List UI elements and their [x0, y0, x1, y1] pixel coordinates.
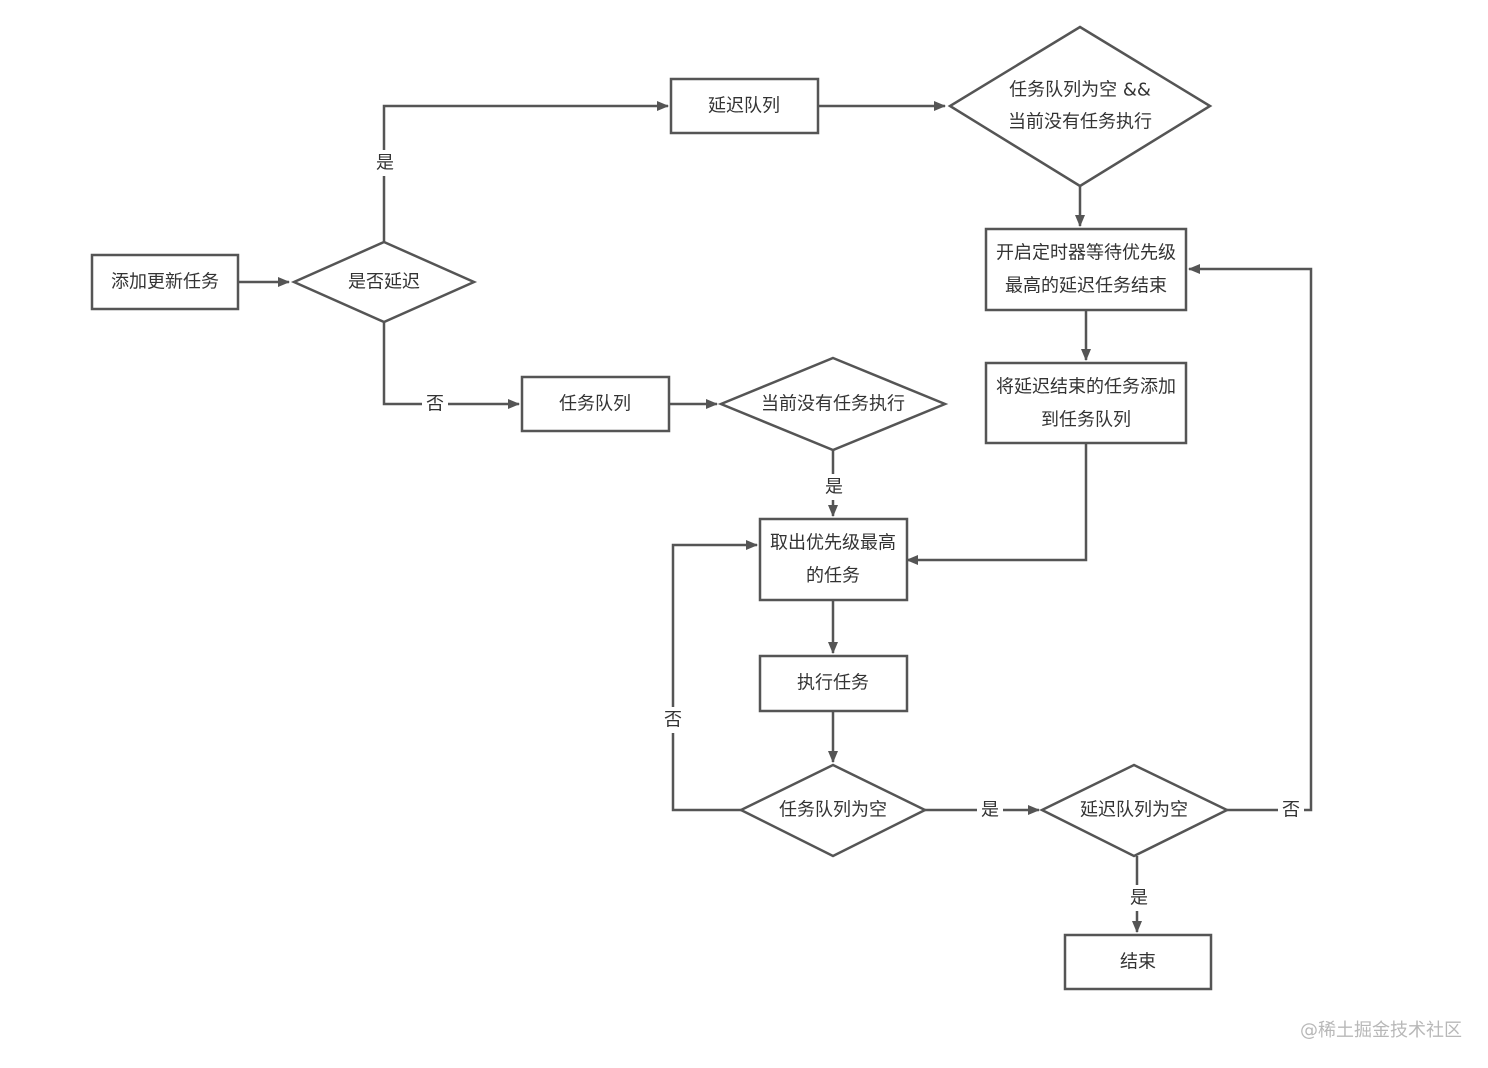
- watermark: @稀土掘金技术社区: [1300, 1020, 1462, 1041]
- task-queue-node: [520, 375, 671, 433]
- edge-labels: 是 否 是 否 是 否 是: [372, 150, 1304, 911]
- end-label: 结束: [1120, 952, 1156, 973]
- move-delayed-label-line1: 将延迟结束的任务添加: [996, 377, 1176, 398]
- end-node: [1063, 933, 1213, 991]
- execute-task-node: [758, 654, 909, 713]
- task-queue-empty-label: 任务队列为空: [779, 800, 887, 821]
- edge-label-yes-queue-empty: 是: [981, 800, 999, 821]
- delay-queue-empty-decision: [1039, 763, 1230, 858]
- queue-empty-and-idle-decision: [947, 25, 1213, 188]
- edge-delay-empty-no-to-timer: [1188, 264, 1313, 812]
- queue-empty-and-idle-label-line1: 任务队列为空 &&: [1009, 80, 1151, 101]
- move-delayed-label-line2: 到任务队列: [1041, 410, 1131, 431]
- task-queue-empty-decision: [738, 763, 928, 858]
- take-highest-priority-label-line1: 取出优先级最高: [770, 533, 896, 554]
- edge-queue-empty-no-to-take: [671, 540, 758, 812]
- take-highest-priority-node: [758, 517, 909, 602]
- start-timer-label-line1: 开启定时器等待优先级: [996, 243, 1176, 264]
- edge-label-yes-delay: 是: [376, 153, 394, 174]
- execute-task-label: 执行任务: [797, 673, 869, 694]
- is-delayed-label: 是否延迟: [348, 272, 420, 293]
- queue-empty-and-idle-label-line2: 当前没有任务执行: [1008, 112, 1152, 133]
- start-timer-label-line2: 最高的延迟任务结束: [1005, 276, 1167, 297]
- edge-label-no-queue-empty: 否: [664, 710, 682, 731]
- add-update-task-node: [90, 253, 240, 311]
- edge-label-no-delay: 否: [426, 394, 444, 415]
- no-task-running-label: 当前没有任务执行: [761, 394, 905, 415]
- edge-label-yes-idle: 是: [825, 477, 843, 498]
- delay-queue-empty-label: 延迟队列为空: [1080, 800, 1188, 821]
- edge-move-to-take: [906, 443, 1088, 565]
- move-delayed-node: [984, 361, 1188, 445]
- edge-decision-no-to-task-queue: [382, 322, 520, 409]
- no-task-running-decision: [717, 356, 949, 452]
- delay-queue-label: 延迟队列: [708, 96, 780, 117]
- nodes: 添加更新任务 是否延迟 延迟队列 任务队列为空 && 当前没有任务执行 开启定时…: [90, 25, 1230, 991]
- take-highest-priority-label-line2: 的任务: [806, 566, 860, 587]
- edge-label-no-delay-empty: 否: [1282, 800, 1300, 821]
- add-update-task-label: 添加更新任务: [111, 272, 219, 293]
- edge-label-yes-delay-empty: 是: [1130, 888, 1148, 909]
- edge-decision-yes-to-delay-queue: [382, 101, 669, 242]
- task-queue-label: 任务队列: [559, 394, 631, 415]
- is-delayed-decision: [290, 240, 478, 324]
- delay-queue-node: [669, 77, 820, 135]
- start-timer-node: [984, 227, 1188, 312]
